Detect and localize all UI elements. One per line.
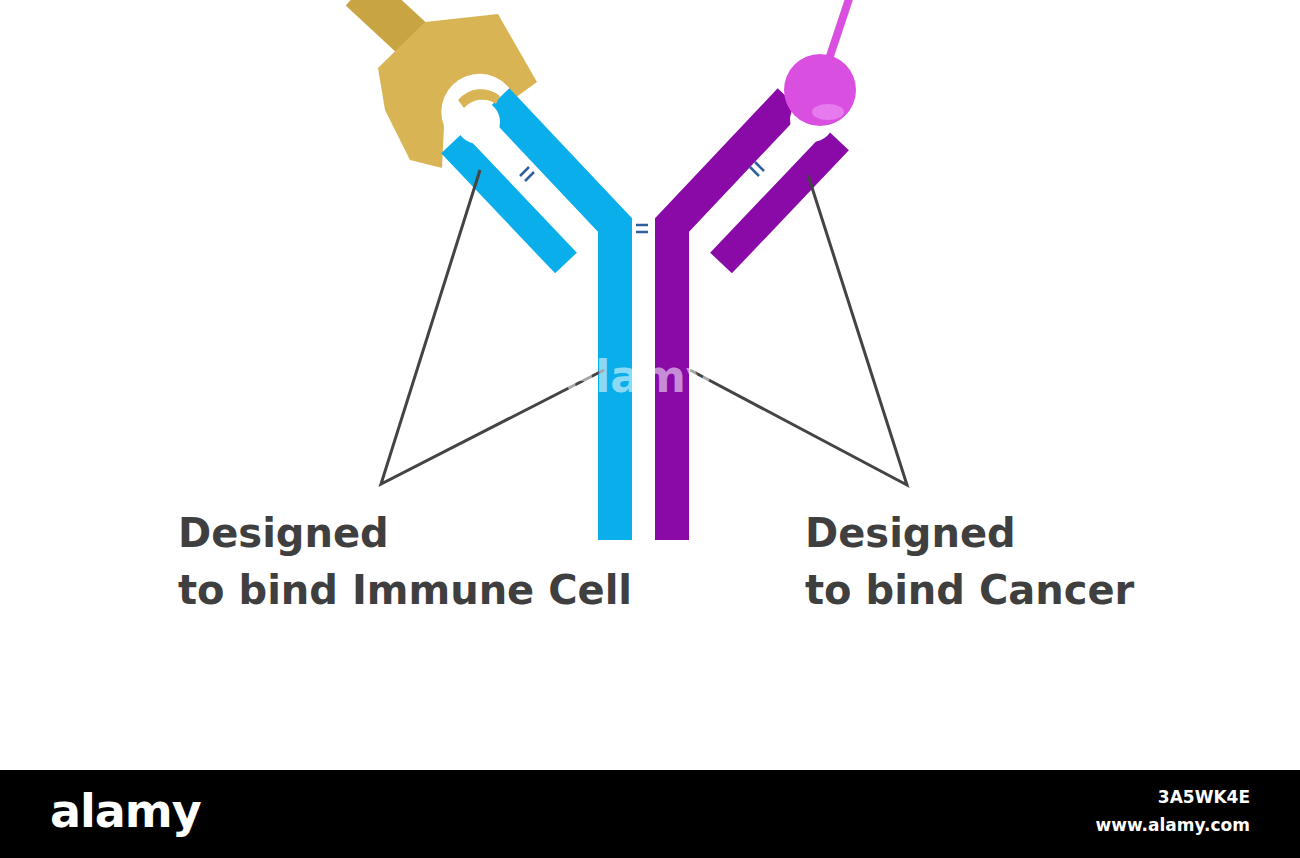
logo: alamy [50, 784, 201, 838]
callout-label: Designed to bind Immune Cell [178, 505, 632, 619]
callout-label: Designed to bind Cancer [805, 505, 1134, 619]
antigen-highlight [812, 104, 844, 120]
footer-bar [0, 770, 1300, 858]
heavy-chain-blue [497, 100, 615, 540]
disulfide-bond [520, 162, 764, 232]
watermark: alamy [566, 352, 715, 402]
light-chain-purple [721, 140, 838, 263]
receptor-contact [458, 89, 500, 108]
image-id: 3A5WK4E [1158, 786, 1250, 808]
binding-pocket [456, 100, 500, 144]
heavy-chain-purple [672, 100, 790, 540]
cancer-antigen [784, 54, 856, 126]
leader-line [381, 170, 907, 485]
site-url: www.alamy.com [1096, 814, 1250, 836]
